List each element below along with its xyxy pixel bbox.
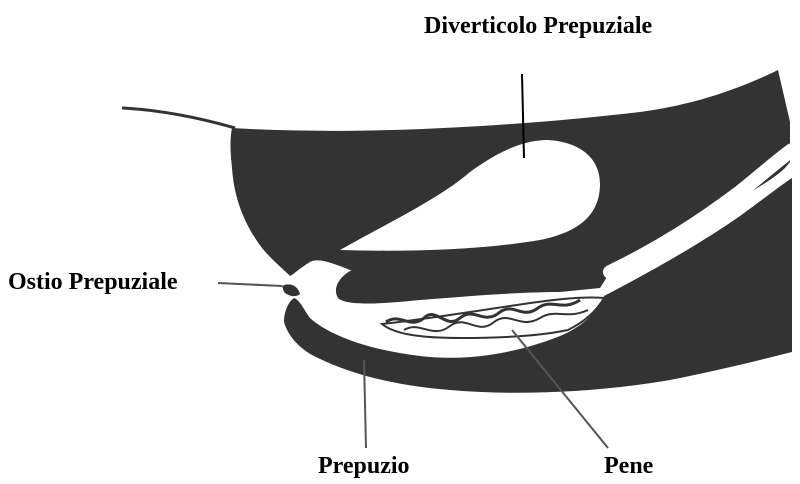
label-prepuzio: Prepuzio bbox=[318, 454, 410, 478]
label-ostio-prepuziale: Ostio Prepuziale bbox=[8, 270, 178, 294]
leader-ostio bbox=[218, 283, 282, 286]
label-diverticolo-prepuziale: Diverticolo Prepuziale bbox=[424, 14, 652, 38]
label-pene: Pene bbox=[604, 454, 653, 478]
ostium-lip bbox=[282, 284, 300, 296]
dorsal-outline bbox=[122, 108, 235, 128]
